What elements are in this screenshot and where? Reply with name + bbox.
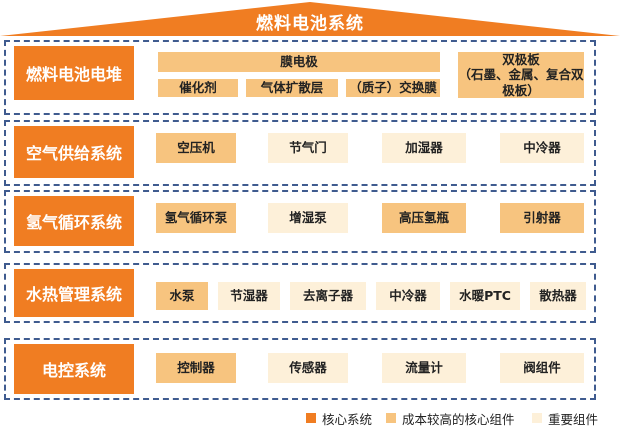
box-intercooler-2: 中冷器 [376, 282, 440, 310]
box-valve-assembly: 阀组件 [500, 353, 584, 383]
label-fuel-cell-stack: 燃料电池电堆 [14, 46, 134, 100]
legend-label-core: 核心系统 [322, 411, 373, 427]
box-ejector: 引射器 [500, 203, 584, 233]
row-fuel-cell-stack [4, 40, 596, 115]
box-intercooler: 中冷器 [500, 133, 584, 163]
box-throttle-humidifier: 节湿器 [218, 282, 280, 310]
label-electronic-control: 电控系统 [14, 344, 134, 394]
diagram-title: 燃料电池系统 [256, 14, 364, 34]
box-membrane-electrode: 膜电极 [158, 52, 440, 72]
label-air-supply: 空气供给系统 [14, 126, 134, 178]
box-humidifying-pump: 增湿泵 [268, 203, 348, 233]
title-roof-shape [0, 2, 620, 36]
box-sensor: 传感器 [268, 353, 348, 383]
box-humidifier: 加湿器 [382, 133, 466, 163]
box-exchange-membrane: （质子）交换膜 [346, 79, 440, 97]
box-flow-meter: 流量计 [382, 353, 466, 383]
legend-swatch-important [532, 413, 542, 423]
box-ptc-heater: 水暖PTC [450, 282, 520, 310]
legend-core-system: 核心系统 [306, 410, 373, 427]
legend-swatch-core [306, 413, 316, 423]
legend-swatch-high-cost [386, 413, 396, 423]
legend-high-cost-component: 成本较高的核心组件 [386, 410, 515, 427]
row-electronic-control [4, 338, 596, 400]
legend-label-important: 重要组件 [548, 411, 599, 427]
box-high-pressure-tank: 高压氢瓶 [382, 203, 466, 233]
row-thermal-management [4, 263, 596, 323]
label-hydrogen-circulation: 氢气循环系统 [14, 196, 134, 246]
box-water-pump: 水泵 [156, 282, 208, 310]
box-air-compressor: 空压机 [156, 133, 236, 163]
box-catalyst: 催化剂 [158, 79, 238, 97]
box-bipolar-plate: 双极板 （石墨、金属、复合双极板） [458, 51, 584, 98]
box-hydrogen-circulation-pump: 氢气循环泵 [156, 203, 236, 233]
legend-important-component: 重要组件 [532, 410, 599, 427]
box-throttle: 节气门 [268, 133, 348, 163]
box-gas-diffusion-layer: 气体扩散层 [246, 79, 338, 97]
row-hydrogen-circulation [4, 190, 596, 253]
box-radiator: 散热器 [530, 282, 586, 310]
label-thermal-management: 水热管理系统 [14, 269, 134, 317]
box-deionizer: 去离子器 [290, 282, 366, 310]
row-air-supply [4, 120, 596, 186]
legend-label-high-cost: 成本较高的核心组件 [402, 411, 515, 427]
box-controller: 控制器 [156, 353, 236, 383]
